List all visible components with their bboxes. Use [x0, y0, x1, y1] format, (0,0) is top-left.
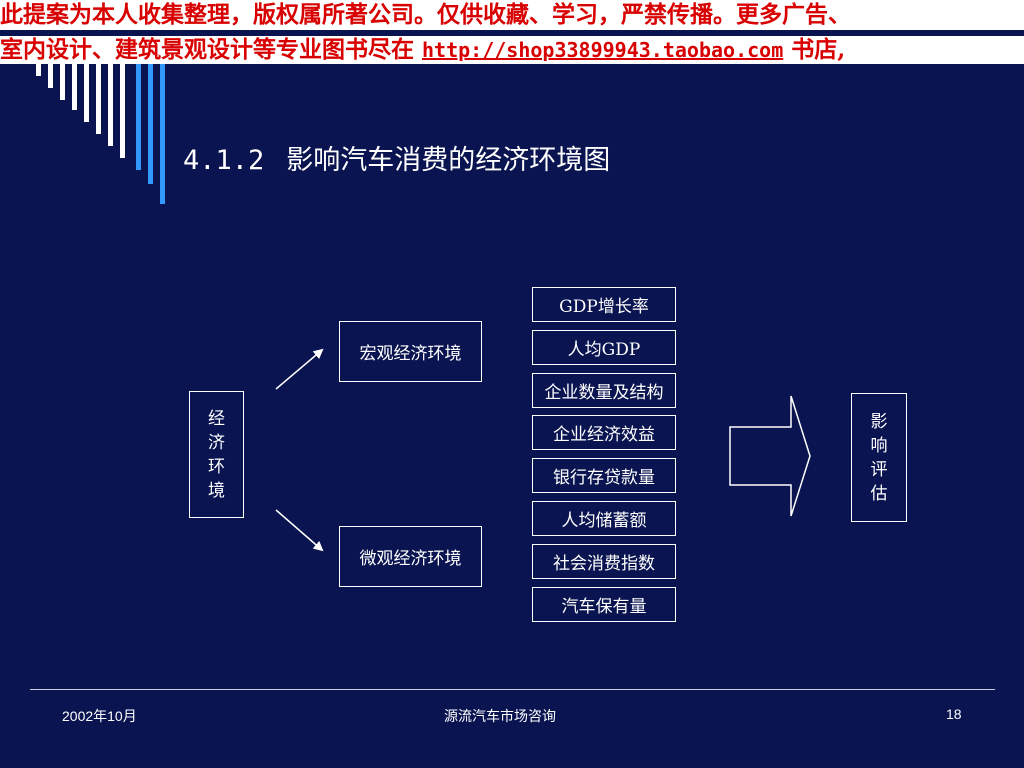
root-char: 环: [208, 456, 225, 477]
page-title: 4.1.2 影响汽车消费的经济环境图: [183, 138, 610, 177]
footer-page-number: 18: [946, 706, 962, 722]
shop-link[interactable]: http://shop33899943.taobao.com: [422, 38, 784, 62]
macro-box: 宏观经济环境: [339, 321, 482, 382]
title-number: 4.1.2: [183, 145, 265, 176]
block-arrow-right: [729, 395, 811, 517]
banner-line-2: 室内设计、建筑景观设计等专业图书尽在 http://shop33899943.t…: [0, 36, 1024, 64]
indicator-box: GDP增长率: [532, 287, 676, 322]
banner-line-1: 此提案为本人收集整理，版权属所著公司。仅供收藏、学习，严禁传播。更多广告、: [0, 0, 1024, 30]
indicator-box: 企业数量及结构: [532, 373, 676, 408]
result-char: 影: [870, 411, 888, 432]
indicator-box: 银行存贷款量: [532, 458, 676, 493]
root-char: 境: [208, 480, 225, 501]
result-box: 影 响 评 估: [851, 393, 907, 522]
indicator-box: 社会消费指数: [532, 544, 676, 579]
indicator-box: 人均储蓄额: [532, 501, 676, 536]
indicator-box: 汽车保有量: [532, 587, 676, 622]
footer-company: 源流汽车市场咨询: [444, 708, 556, 724]
indicator-box: 企业经济效益: [532, 415, 676, 450]
decorative-stripes: [0, 64, 170, 209]
title-text: 影响汽车消费的经济环境图: [286, 145, 611, 176]
root-char: 济: [208, 432, 225, 453]
arrow-to-macro: [275, 348, 324, 390]
arrow-to-micro: [275, 509, 324, 552]
result-char: 响: [870, 435, 888, 456]
footer-date: 2002年10月: [62, 708, 137, 724]
micro-box: 微观经济环境: [339, 526, 482, 587]
root-char: 经: [208, 408, 225, 429]
root-box: 经 济 环 境: [189, 391, 244, 518]
indicator-box: 人均GDP: [532, 330, 676, 365]
result-char: 评: [870, 459, 888, 480]
footer-divider: [30, 689, 995, 690]
result-char: 估: [870, 483, 888, 504]
